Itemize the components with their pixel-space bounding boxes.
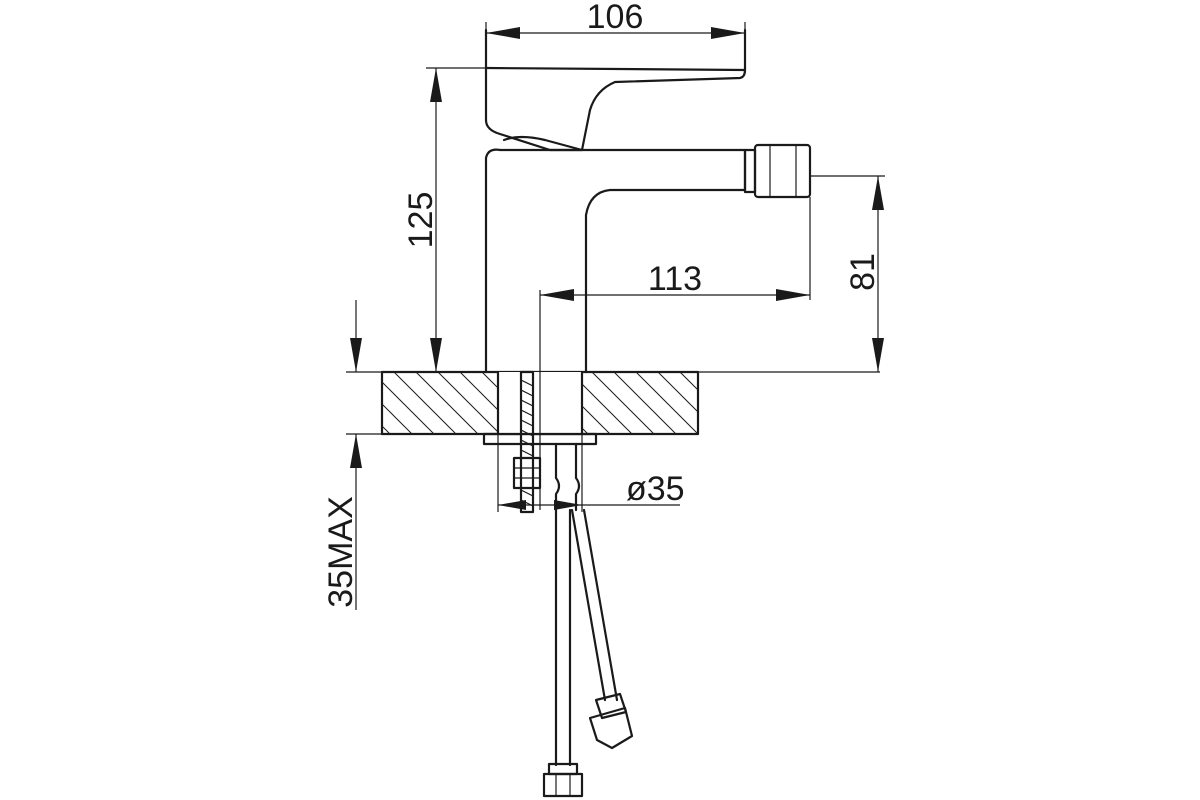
dimension-125: 125 xyxy=(402,67,486,372)
spout-arm xyxy=(578,148,747,374)
threaded-rod xyxy=(519,370,535,514)
dimension-35max: 35MAX xyxy=(322,300,382,610)
countertop-section xyxy=(380,370,880,436)
supply-tube-upper xyxy=(554,442,581,512)
dimension-125-label: 125 xyxy=(402,192,440,249)
below-deck-fixings xyxy=(482,370,634,798)
dimension-81-label: 81 xyxy=(844,253,882,291)
dimension-106-label: 106 xyxy=(587,0,644,36)
spray-head xyxy=(743,143,812,199)
lever-handle xyxy=(484,28,747,152)
dimension-113-label: 113 xyxy=(648,260,702,298)
fixing-nut xyxy=(512,456,542,490)
dimension-81: 81 xyxy=(810,175,885,372)
dimension-35max-label: 35MAX xyxy=(322,496,360,608)
flexible-hoses xyxy=(542,508,634,798)
dimension-113: 113 xyxy=(539,197,811,510)
mixer-body xyxy=(484,28,812,374)
dimension-106: 106 xyxy=(485,0,746,40)
dimension-diameter-35: ø35 xyxy=(497,434,685,512)
body-column xyxy=(484,148,582,374)
dimension-diameter-35-label: ø35 xyxy=(626,470,685,508)
